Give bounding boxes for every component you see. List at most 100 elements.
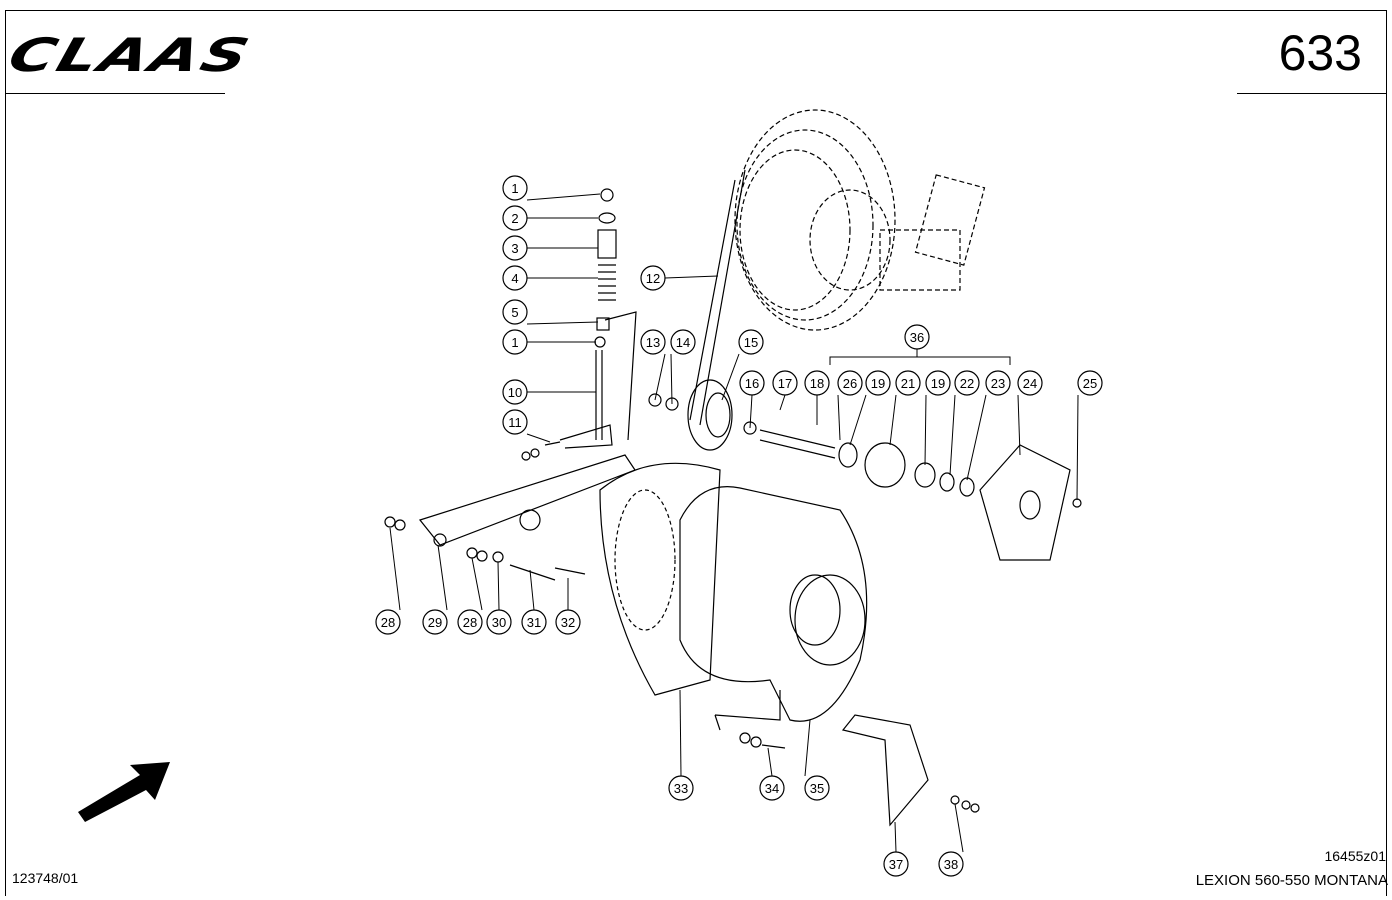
- callout-circle: [502, 175, 528, 201]
- leader-line: [526, 321, 599, 325]
- callout-number: 35: [810, 781, 824, 796]
- callout-28: 28: [375, 609, 401, 635]
- leader-line: [526, 193, 601, 201]
- callout-number: 14: [676, 335, 690, 350]
- callout-circle: [668, 775, 694, 801]
- callout-circle: [521, 609, 547, 635]
- callout-37: 37: [883, 851, 909, 877]
- callout-23: 23: [985, 370, 1011, 396]
- callout-circle: [925, 370, 951, 396]
- callout-circle: [640, 265, 666, 291]
- callout-circle: [954, 370, 980, 396]
- callout-circle: [502, 205, 528, 231]
- callout-22: 22: [954, 370, 980, 396]
- callout-number: 36: [910, 330, 924, 345]
- callout-19: 19: [865, 370, 891, 396]
- callout-circle: [804, 775, 830, 801]
- leader-line: [664, 275, 719, 279]
- callout-number: 12: [646, 271, 660, 286]
- callout-circle: [837, 370, 863, 396]
- leader-line: [767, 747, 773, 777]
- header-divider: [5, 93, 225, 94]
- callout-11: 11: [502, 409, 528, 435]
- leader-line: [954, 803, 964, 853]
- callout-circle: [422, 609, 448, 635]
- leader-line: [889, 394, 897, 446]
- leader-line: [894, 821, 897, 853]
- callout-number: 26: [843, 376, 857, 391]
- callout-circle: [883, 851, 909, 877]
- callout-number: 28: [463, 615, 477, 630]
- callout-4: 4: [502, 265, 528, 291]
- callout-26: 26: [837, 370, 863, 396]
- callout-number: 2: [511, 211, 518, 226]
- leader-line: [471, 557, 483, 611]
- callout-number: 1: [511, 335, 518, 350]
- callout-circle: [1017, 370, 1043, 396]
- callout-12: 12: [640, 265, 666, 291]
- callout-35: 35: [804, 775, 830, 801]
- leader-line: [526, 433, 551, 443]
- callout-number: 1: [511, 181, 518, 196]
- leader-line: [837, 394, 841, 441]
- callout-number: 11: [508, 415, 522, 430]
- callout-16: 16: [739, 370, 765, 396]
- callout-circle: [904, 324, 930, 350]
- arm-bracket: [384, 424, 636, 581]
- callout-1: 1: [502, 175, 528, 201]
- callout-circle: [502, 265, 528, 291]
- drawing-frame: [5, 10, 1387, 896]
- callout-15: 15: [738, 329, 764, 355]
- callout-36: 36: [904, 324, 930, 350]
- callout-circle: [555, 609, 581, 635]
- leader-line: [670, 353, 673, 405]
- callout-2: 2: [502, 205, 528, 231]
- callout-number: 3: [511, 241, 518, 256]
- callout-circle: [739, 370, 765, 396]
- fan-housing: [599, 462, 868, 749]
- callout-circle: [375, 609, 401, 635]
- callout-number: 28: [381, 615, 395, 630]
- callout-number: 24: [1023, 376, 1037, 391]
- leader-line: [679, 689, 682, 777]
- leader-line: [437, 544, 448, 611]
- callout-10: 10: [502, 379, 528, 405]
- callout-17: 17: [772, 370, 798, 396]
- leader-line: [924, 394, 927, 466]
- callout-circle: [502, 235, 528, 261]
- callout-number: 19: [871, 376, 885, 391]
- callout-number: 31: [527, 615, 541, 630]
- deflector-plate: [841, 714, 980, 827]
- callout-number: 23: [991, 376, 1005, 391]
- callout-14: 14: [670, 329, 696, 355]
- callout-25: 25: [1077, 370, 1103, 396]
- leader-line: [966, 394, 987, 481]
- callout-number: 32: [561, 615, 575, 630]
- leader-line: [804, 719, 811, 777]
- callout-32: 32: [555, 609, 581, 635]
- callout-number: 30: [492, 615, 506, 630]
- callout-circle: [985, 370, 1011, 396]
- callout-21: 21: [895, 370, 921, 396]
- machine-model: LEXION 560-550 MONTANA: [1195, 872, 1388, 889]
- callout-number: 5: [511, 305, 518, 320]
- callout-number: 18: [810, 376, 824, 391]
- spring-assembly: [594, 188, 637, 441]
- callout-circle: [772, 370, 798, 396]
- callout-circle: [502, 299, 528, 325]
- callout-number: 34: [765, 781, 779, 796]
- callout-circle: [502, 329, 528, 355]
- leader-line: [1017, 394, 1021, 456]
- group-bracket-36: [829, 356, 1011, 365]
- callout-number: 13: [646, 335, 660, 350]
- callout-circle: [895, 370, 921, 396]
- page-number-divider: [1237, 93, 1387, 94]
- leader-line: [497, 561, 500, 611]
- callout-number: 22: [960, 376, 974, 391]
- belt: [689, 169, 746, 426]
- page-number: 633: [1278, 25, 1362, 81]
- callout-13: 13: [640, 329, 666, 355]
- callout-circle: [1077, 370, 1103, 396]
- small-pulley: [687, 379, 733, 451]
- callout-28: 28: [457, 609, 483, 635]
